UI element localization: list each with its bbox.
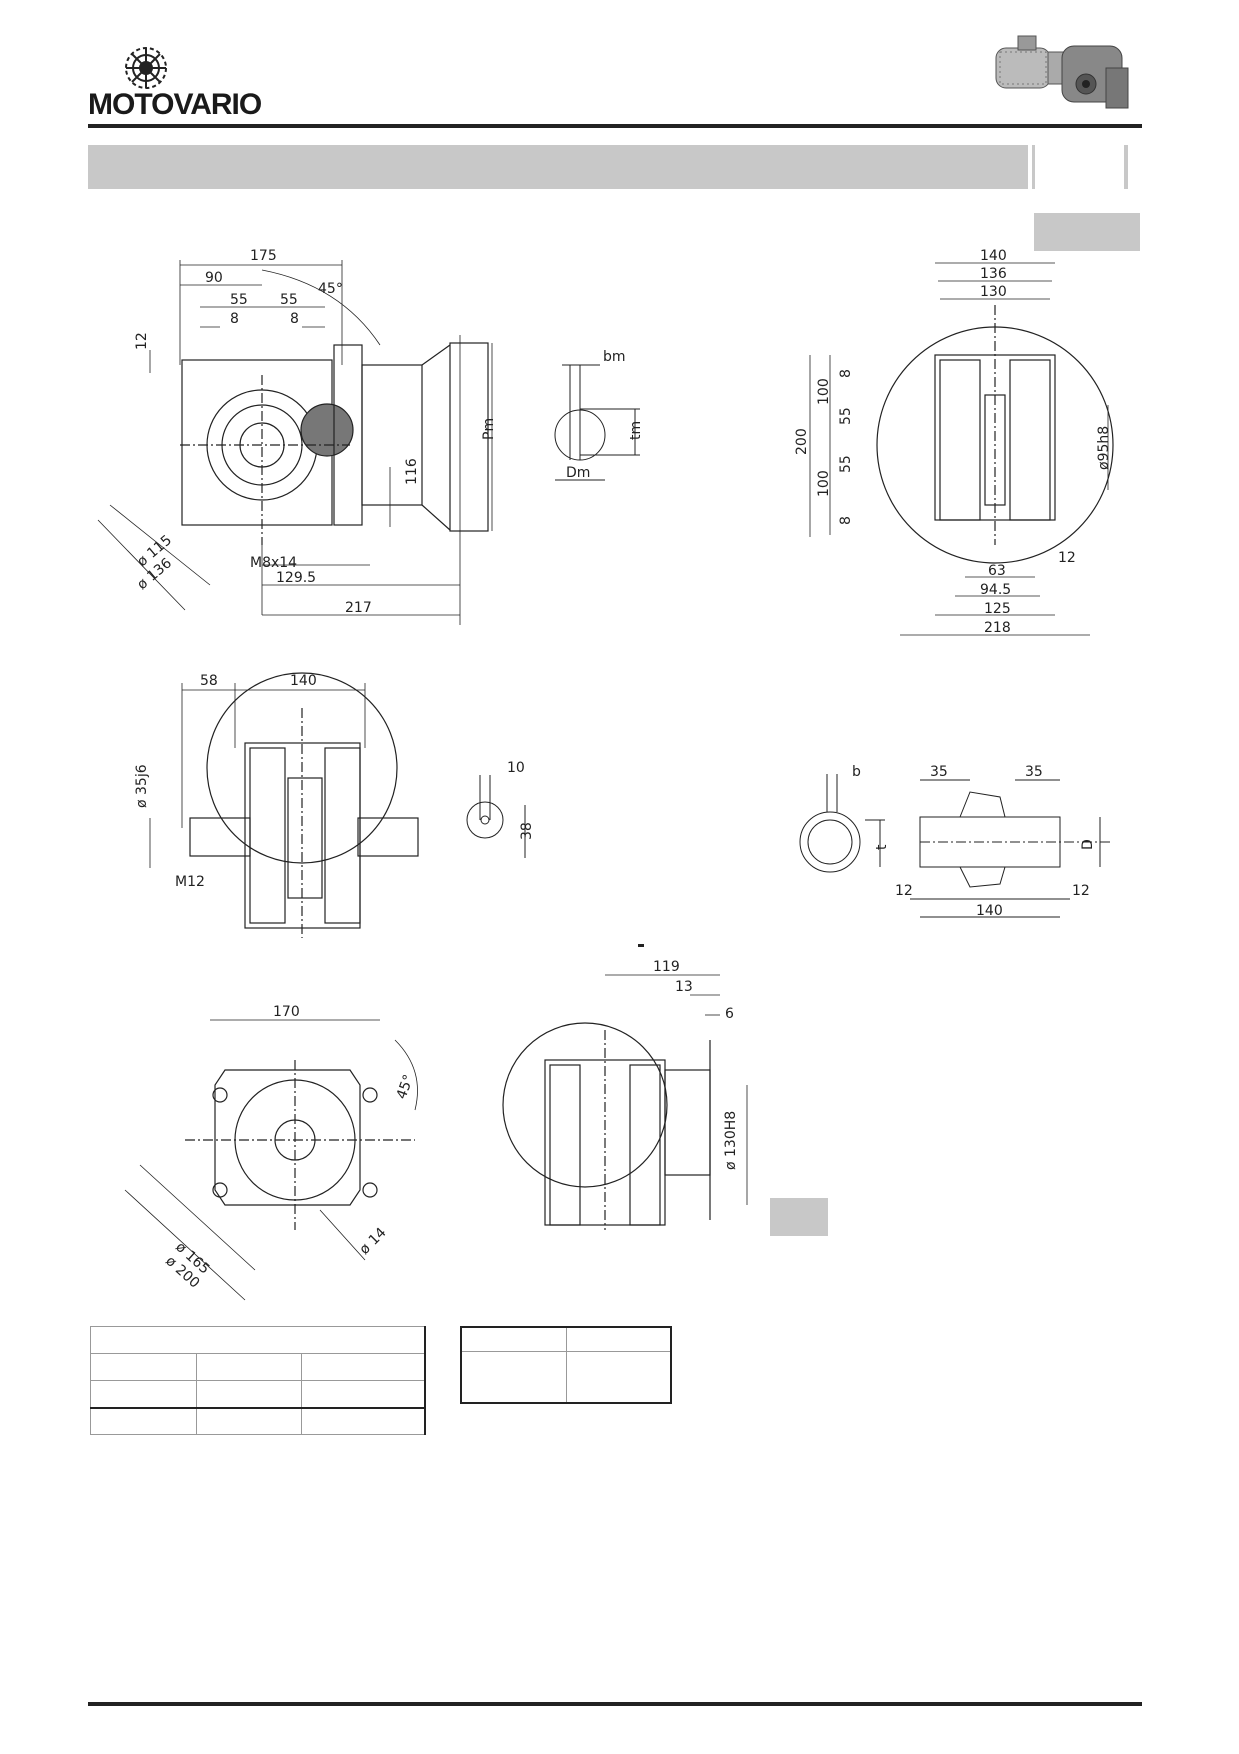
dim-d95h8: ø95h8 <box>1096 426 1112 470</box>
dim-t: t <box>874 844 890 850</box>
dim-angle-45: 45° <box>318 281 343 297</box>
header-rule <box>88 124 1142 128</box>
output-shaft-key-detail: 10 38 <box>466 760 535 858</box>
flange-front-view: 170 45° ø 165 ø 200 ø 14 <box>124 1004 418 1301</box>
marker-tick <box>638 944 644 947</box>
dim-8-right: 8 <box>290 311 299 327</box>
dim-55-top: 55 <box>838 407 854 425</box>
dim-55-left: 55 <box>230 292 248 308</box>
dim-10: 10 <box>507 760 525 776</box>
dim-119: 119 <box>653 959 680 975</box>
dim-63: 63 <box>988 563 1006 579</box>
spec-table-right <box>460 1326 672 1404</box>
dim-8-bottom: 8 <box>838 516 854 525</box>
flange-side-view: 119 13 6 ø 130H8 <box>502 959 748 1230</box>
dim-m8x14: M8x14 <box>250 555 297 571</box>
motor-shaft-detail: bm tm Dm <box>554 349 644 481</box>
dim-140: 140 <box>980 248 1007 264</box>
dim-12-left: 12 <box>895 883 913 899</box>
dim-217: 217 <box>345 600 372 616</box>
output-shaft-view: 58 140 ø 35j6 M12 <box>134 672 419 938</box>
note-box <box>770 1198 828 1236</box>
dim-8-top: 8 <box>838 369 854 378</box>
dim-38: 38 <box>519 822 535 840</box>
product-photo <box>990 28 1140 116</box>
brand-logo-icon <box>116 44 176 94</box>
title-bar <box>88 145 1028 189</box>
dim-bm: bm <box>603 349 626 365</box>
dim-140: 140 <box>976 903 1003 919</box>
dim-94-5: 94.5 <box>980 582 1011 598</box>
dim-218: 218 <box>984 620 1011 636</box>
dim-d130h8: ø 130H8 <box>723 1111 739 1170</box>
section-label-box <box>1034 213 1140 251</box>
dim-200: 200 <box>794 428 810 455</box>
dim-tm: tm <box>628 421 644 440</box>
dim-55-bottom: 55 <box>838 455 854 473</box>
dim-130: 130 <box>980 284 1007 300</box>
hollow-shaft-drawing: b t D 35 35 12 12 140 <box>799 764 1110 919</box>
dim-90: 90 <box>205 270 223 286</box>
dim-dm: Dm <box>566 465 590 481</box>
dim-58: 58 <box>200 673 218 689</box>
dim-angle-45: 45° <box>394 1073 418 1102</box>
dim-d35j6: ø 35j6 <box>134 764 150 808</box>
dim-55-right: 55 <box>280 292 298 308</box>
dim-D: D <box>1080 839 1096 850</box>
title-bar-end-tab <box>1124 145 1128 189</box>
dim-b: b <box>852 764 861 780</box>
dim-35-right: 35 <box>1025 764 1043 780</box>
dim-125: 125 <box>984 601 1011 617</box>
dim-6: 6 <box>725 1006 734 1022</box>
dim-12-right: 12 <box>1072 883 1090 899</box>
dim-35-left: 35 <box>930 764 948 780</box>
dim-136: 136 <box>980 266 1007 282</box>
front-view-drawing: 175 90 55 55 8 8 45° 12 M8x14 129.5 217 … <box>97 248 497 625</box>
dim-13: 13 <box>675 979 693 995</box>
dim-175: 175 <box>250 248 277 264</box>
brand-name: MOTOVARIO <box>88 88 262 121</box>
dim-170: 170 <box>273 1004 300 1020</box>
dim-d14: ø 14 <box>357 1225 390 1258</box>
top-view-drawing: 140 136 130 200 100 100 55 55 8 8 ø95h8 … <box>794 248 1114 636</box>
dim-12: 12 <box>134 332 150 350</box>
dim-140: 140 <box>290 673 317 689</box>
dim-8-left: 8 <box>230 311 239 327</box>
dim-116: 116 <box>404 458 420 485</box>
dim-100-bottom: 100 <box>816 470 832 497</box>
footer-rule <box>88 1702 1142 1706</box>
dim-129-5: 129.5 <box>276 570 316 586</box>
dim-pm: Pm <box>481 418 497 440</box>
dim-m12: M12 <box>175 874 205 890</box>
title-bar-divider <box>1032 145 1035 189</box>
dim-100-top: 100 <box>816 378 832 405</box>
dim-12: 12 <box>1058 550 1076 566</box>
spec-table-left <box>90 1326 427 1435</box>
